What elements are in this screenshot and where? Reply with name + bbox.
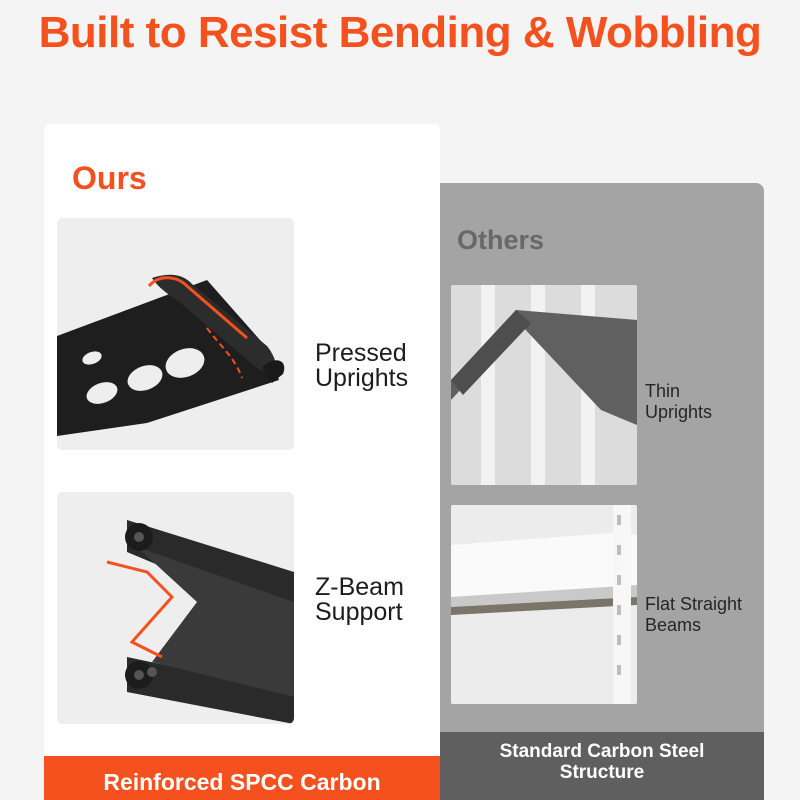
others-footer-banner: Standard Carbon Steel Structure: [440, 732, 764, 800]
ours-title: Ours: [72, 160, 147, 196]
ours-footer-banner: Reinforced SPCC Carbon: [44, 756, 440, 800]
z-beam-support-label: Z-Beam Support: [315, 573, 404, 626]
thin-uprights-label: Thin Uprights: [645, 381, 713, 422]
others-title: Others: [457, 225, 545, 255]
ours-panel: Ours Pressed Uprights: [44, 124, 440, 800]
z-beam-image: [57, 492, 294, 724]
others-panel: Others Thin Uprights Flat: [440, 183, 764, 800]
pressed-uprights-label: Pressed Uprights: [315, 339, 409, 392]
flat-straight-beams-label: Flat Straight Beams: [645, 594, 743, 635]
page-heading: Built to Resist Bending & Wobbling: [38, 8, 762, 57]
pressed-upright-image: [57, 218, 294, 450]
thin-upright-image: [451, 285, 637, 485]
flat-beam-image: [451, 505, 637, 704]
